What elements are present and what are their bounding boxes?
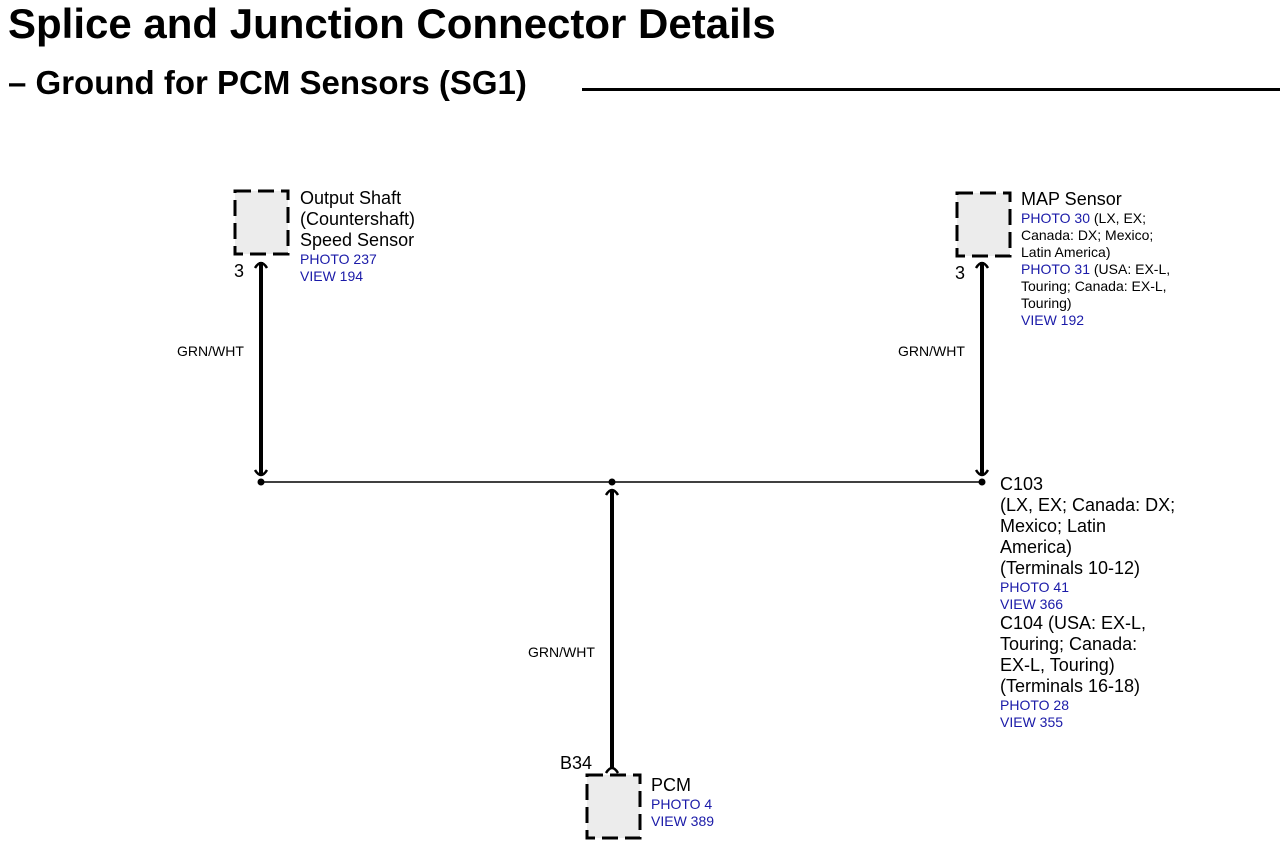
connector-line: (Terminals 16-18) — [1000, 676, 1141, 696]
pcm-label: PCM PHOTO 4 VIEW 389 — [651, 775, 714, 830]
terminal-output-shaft-bottom — [253, 469, 269, 477]
view-link[interactable]: VIEW 366 — [1000, 596, 1064, 612]
photo-link[interactable]: PHOTO 4 — [651, 796, 713, 812]
photo-note: Canada: DX; Mexico; — [1021, 227, 1154, 243]
view-link[interactable]: VIEW 194 — [300, 268, 364, 284]
wire-color-label: GRN/WHT — [528, 644, 595, 660]
connector-line: Touring; Canada: — [1000, 634, 1138, 654]
wire-color-label: GRN/WHT — [898, 343, 965, 359]
page-title: Splice and Junction Connector Details — [8, 0, 776, 47]
photo-link[interactable]: PHOTO 41 — [1000, 579, 1069, 595]
connector-line: Mexico; Latin — [1000, 516, 1107, 536]
view-link[interactable]: VIEW 192 — [1021, 312, 1085, 328]
pcm-connector — [585, 773, 642, 840]
terminal-map-sensor-bottom — [974, 469, 990, 477]
connector-line: C103 — [1000, 474, 1044, 494]
output-shaft-label: Output Shaft (Countershaft) Speed Sensor… — [300, 188, 415, 285]
map-sensor-label: MAP Sensor PHOTO 30 (LX, EX; Canada: DX;… — [1021, 189, 1170, 329]
pin-number: 3 — [234, 261, 245, 281]
page-subtitle: – Ground for PCM Sensors (SG1) — [8, 64, 527, 101]
connector-line: (Terminals 10-12) — [1000, 558, 1141, 578]
connector-line: (LX, EX; Canada: DX; — [1000, 495, 1176, 515]
photo-link[interactable]: PHOTO 237 — [300, 251, 377, 267]
component-name-line: (Countershaft) — [300, 209, 416, 229]
photo-note: (USA: EX-L, — [1090, 261, 1171, 277]
photo-note: Touring) — [1021, 295, 1072, 311]
map-sensor-connector — [955, 191, 1012, 258]
subtitle-rule — [582, 88, 1280, 91]
photo-note: Touring; Canada: EX-L, — [1021, 278, 1167, 294]
photo-link[interactable]: PHOTO 30 — [1021, 210, 1090, 226]
output-shaft-connector — [233, 189, 290, 256]
splice-point-center — [608, 478, 616, 486]
terminal-pcm-bottom — [604, 766, 620, 774]
splice-point-left — [257, 478, 265, 486]
terminal-pcm-top — [604, 488, 620, 496]
component-name-line: Speed Sensor — [300, 230, 415, 250]
component-name-line: Output Shaft — [300, 188, 402, 208]
photo-note: Latin America) — [1021, 244, 1111, 260]
terminal-output-shaft-top — [253, 261, 269, 269]
view-link[interactable]: VIEW 389 — [651, 813, 715, 829]
component-name: PCM — [651, 775, 691, 795]
photo-link[interactable]: PHOTO 31 — [1021, 261, 1090, 277]
wire-color-label: GRN/WHT — [177, 343, 244, 359]
junction-connector-label: C103 (LX, EX; Canada: DX; Mexico; Latin … — [1000, 474, 1175, 731]
connector-line: America) — [1000, 537, 1073, 557]
splice-point-right — [978, 478, 986, 486]
terminal-map-sensor-top — [974, 261, 990, 269]
view-link[interactable]: VIEW 355 — [1000, 714, 1064, 730]
pin-number: B34 — [560, 753, 593, 773]
component-name: MAP Sensor — [1021, 189, 1122, 209]
photo-link[interactable]: PHOTO 28 — [1000, 697, 1069, 713]
pin-number: 3 — [955, 263, 966, 283]
connector-line: C104 (USA: EX-L, — [1000, 613, 1147, 633]
photo-note: (LX, EX; — [1090, 210, 1147, 226]
connector-line: EX-L, Touring) — [1000, 655, 1115, 675]
